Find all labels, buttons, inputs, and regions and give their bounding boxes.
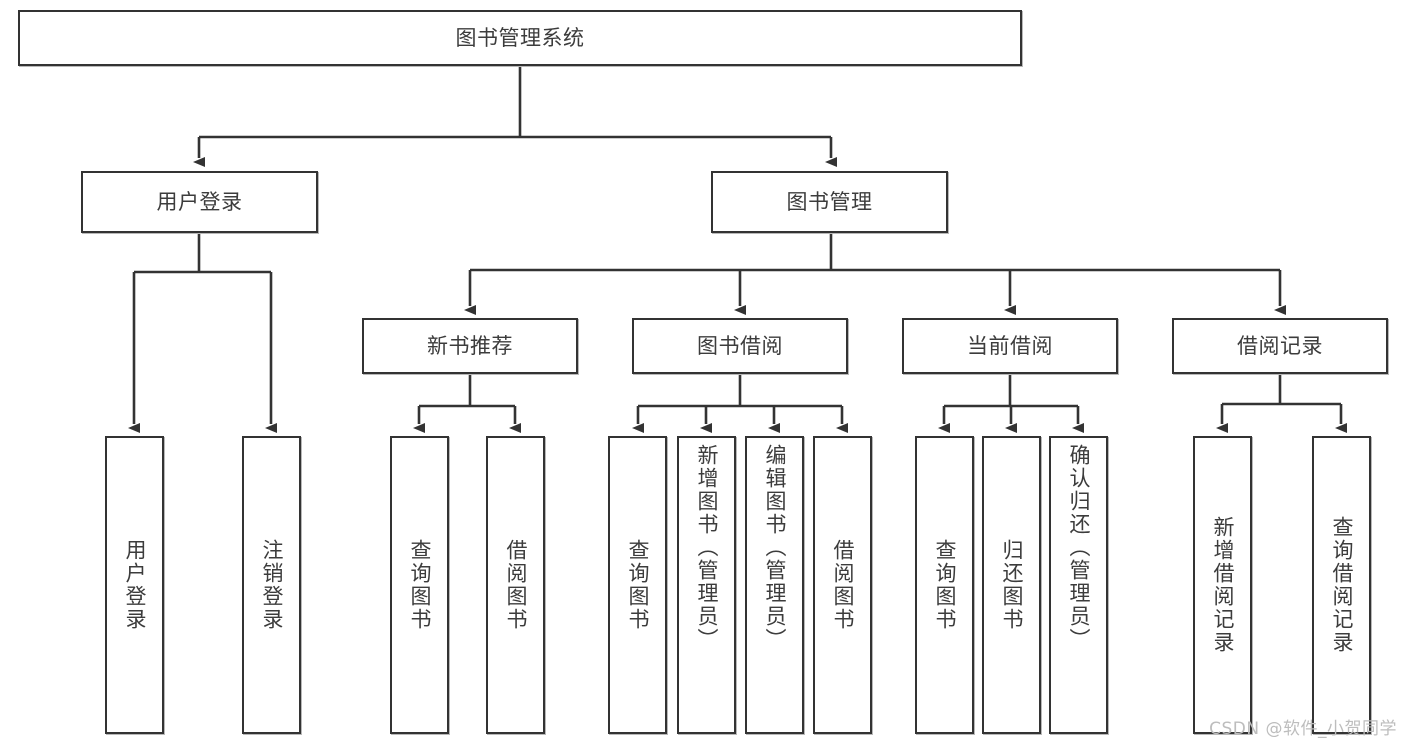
leaf-add-record-label: 新增借阅记录 bbox=[1211, 516, 1235, 654]
leaf-query-book-3-label: 查询图书 bbox=[933, 539, 957, 631]
csdn-watermark: CSDN @软件_小贺同学 bbox=[1209, 719, 1397, 739]
leaf-return-book[interactable]: 归还图书 bbox=[982, 436, 1041, 734]
leaf-confirm-return[interactable]: 确认归还（管理员） bbox=[1049, 436, 1108, 734]
node-book-manage-label: 图书管理 bbox=[786, 189, 873, 214]
node-book-manage[interactable]: 图书管理 bbox=[711, 171, 948, 233]
leaf-logout-label: 注销登录 bbox=[260, 539, 284, 631]
leaf-query-book-1-label: 查询图书 bbox=[408, 539, 432, 631]
leaf-return-book-label: 归还图书 bbox=[1000, 539, 1024, 631]
leaf-add-book-label: 新增图书（管理员） bbox=[695, 444, 719, 651]
leaf-query-record-label: 查询借阅记录 bbox=[1330, 516, 1354, 654]
node-root-label: 图书管理系统 bbox=[455, 25, 585, 50]
node-book-borrow-label: 图书借阅 bbox=[697, 333, 783, 358]
node-borrow-record[interactable]: 借阅记录 bbox=[1172, 318, 1388, 374]
node-borrow-record-label: 借阅记录 bbox=[1237, 333, 1323, 358]
leaf-borrow-book-1[interactable]: 借阅图书 bbox=[486, 436, 545, 734]
node-root[interactable]: 图书管理系统 bbox=[18, 10, 1022, 66]
leaf-add-record[interactable]: 新增借阅记录 bbox=[1193, 436, 1252, 734]
node-current-borrow[interactable]: 当前借阅 bbox=[902, 318, 1118, 374]
leaf-borrow-book-1-label: 借阅图书 bbox=[504, 539, 528, 631]
leaf-query-record[interactable]: 查询借阅记录 bbox=[1312, 436, 1371, 734]
leaf-logout[interactable]: 注销登录 bbox=[242, 436, 301, 734]
leaf-query-book-2[interactable]: 查询图书 bbox=[608, 436, 667, 734]
leaf-user-login-label: 用户登录 bbox=[123, 539, 147, 631]
node-user-login[interactable]: 用户登录 bbox=[81, 171, 318, 233]
leaf-query-book-3[interactable]: 查询图书 bbox=[915, 436, 974, 734]
node-book-borrow[interactable]: 图书借阅 bbox=[632, 318, 848, 374]
leaf-edit-book[interactable]: 编辑图书（管理员） bbox=[745, 436, 804, 734]
leaf-query-book-2-label: 查询图书 bbox=[626, 539, 650, 631]
leaf-query-book-1[interactable]: 查询图书 bbox=[390, 436, 449, 734]
node-new-book-rec[interactable]: 新书推荐 bbox=[362, 318, 578, 374]
leaf-confirm-return-label: 确认归还（管理员） bbox=[1067, 444, 1091, 651]
leaf-borrow-book-2-label: 借阅图书 bbox=[831, 539, 855, 631]
leaf-user-login[interactable]: 用户登录 bbox=[105, 436, 164, 734]
leaf-borrow-book-2[interactable]: 借阅图书 bbox=[813, 436, 872, 734]
leaf-add-book[interactable]: 新增图书（管理员） bbox=[677, 436, 736, 734]
node-user-login-label: 用户登录 bbox=[156, 189, 243, 214]
node-new-book-rec-label: 新书推荐 bbox=[427, 333, 513, 358]
node-current-borrow-label: 当前借阅 bbox=[967, 333, 1053, 358]
leaf-edit-book-label: 编辑图书（管理员） bbox=[763, 444, 787, 651]
